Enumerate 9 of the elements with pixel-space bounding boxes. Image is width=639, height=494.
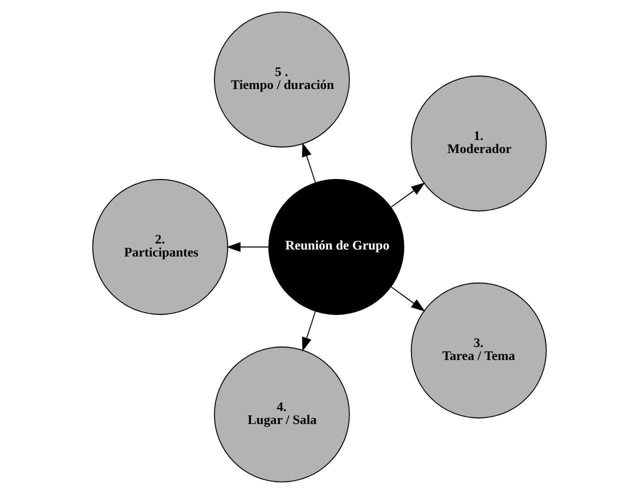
node-circle: 2. Participantes xyxy=(92,179,228,315)
arrow xyxy=(302,142,316,184)
arrow xyxy=(226,242,270,252)
arrow xyxy=(390,286,426,312)
node-circle: Reunión de Grupo xyxy=(268,179,404,315)
arrow xyxy=(302,310,316,352)
node-circle: 4. Lugar / Sala xyxy=(214,346,350,482)
arrow xyxy=(390,182,426,208)
node-circle: 5 . Tiempo / duración xyxy=(214,12,350,148)
